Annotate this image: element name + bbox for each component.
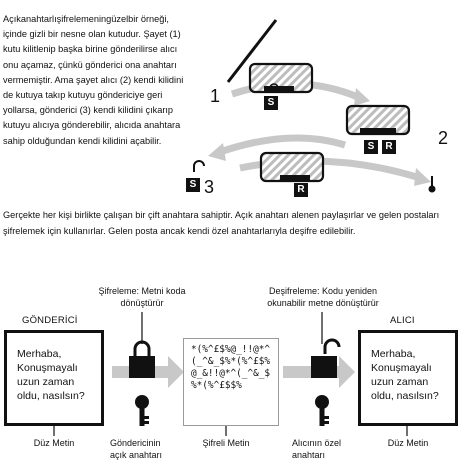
plaintext-message: Merhaba, Konuşmayalı uzun zaman oldu, na…: [371, 348, 439, 402]
ciphertext-label: Şifreli Metin: [202, 438, 250, 448]
ciphertext-content: *(%^£$%@_!!@*^(_^&_$%*(%^£$%@_&!!@*^(_^&…: [191, 344, 271, 391]
sender-lock-letter: S: [189, 179, 197, 190]
plaintext-label-right: Düz Metin: [387, 438, 429, 448]
locked-box-icon: [345, 104, 411, 154]
receiver-lock-letter: R: [297, 184, 305, 195]
key-icon: [315, 395, 329, 426]
flow-arrow-icon: [168, 356, 184, 388]
arrow-head: [414, 168, 431, 186]
open-padlock-icon: [186, 160, 205, 192]
sender-title: GÖNDERİCİ: [22, 315, 78, 326]
key-icon: [428, 176, 436, 193]
arrow-head: [354, 88, 370, 106]
encrypt-label: Şifreleme: Metni koda dönüştürür: [98, 286, 186, 308]
plaintext-message: Merhaba, Konuşmayalı uzun zaman oldu, na…: [17, 348, 85, 402]
intro-paragraph: Açıkanahtarlışifrelemeningüzelbir örneği…: [3, 14, 184, 146]
decrypt-label: Deşifreleme: Kodu yeniden okunabilir met…: [267, 286, 379, 308]
plaintext-box-sender: Merhaba, Konuşmayalı uzun zaman oldu, na…: [4, 330, 104, 426]
plaintext-label-left: Düz Metin: [33, 438, 75, 448]
curved-arrow-icon: [218, 134, 347, 156]
flow-arrow-icon: [339, 356, 355, 388]
arrow-head: [208, 143, 226, 161]
box-exchange-diagram: [186, 19, 436, 197]
sender-lock-letter: S: [367, 141, 375, 152]
open-padlock-icon: [311, 338, 341, 378]
ciphertext-box: *(%^£$%@_!!@*^(_^&_$%*(%^£$%@_&!!@*^(_^&…: [183, 338, 279, 426]
locked-box-icon: [259, 151, 325, 197]
padlock-icon: [129, 340, 155, 378]
divider-line: [226, 19, 278, 83]
receiver-private-key-label: Alıcının özel anahtarı: [292, 438, 342, 460]
receiver-title: ALICI: [390, 315, 415, 326]
step-number: 3: [204, 177, 215, 197]
step-number: 1: [210, 86, 221, 106]
plaintext-box-receiver: Merhaba, Konuşmayalı uzun zaman oldu, na…: [358, 330, 458, 426]
sender-public-key-label: Göndericinin açık anahtarı: [110, 438, 163, 460]
key-icon: [135, 395, 149, 426]
step-number: 2: [438, 128, 449, 148]
caption-paragraph: Gerçekte her kişi birlikte çalışan bir ç…: [3, 210, 440, 236]
sender-lock-letter: S: [267, 97, 275, 108]
locked-box-icon: [248, 62, 314, 110]
receiver-lock-letter: R: [385, 141, 393, 152]
